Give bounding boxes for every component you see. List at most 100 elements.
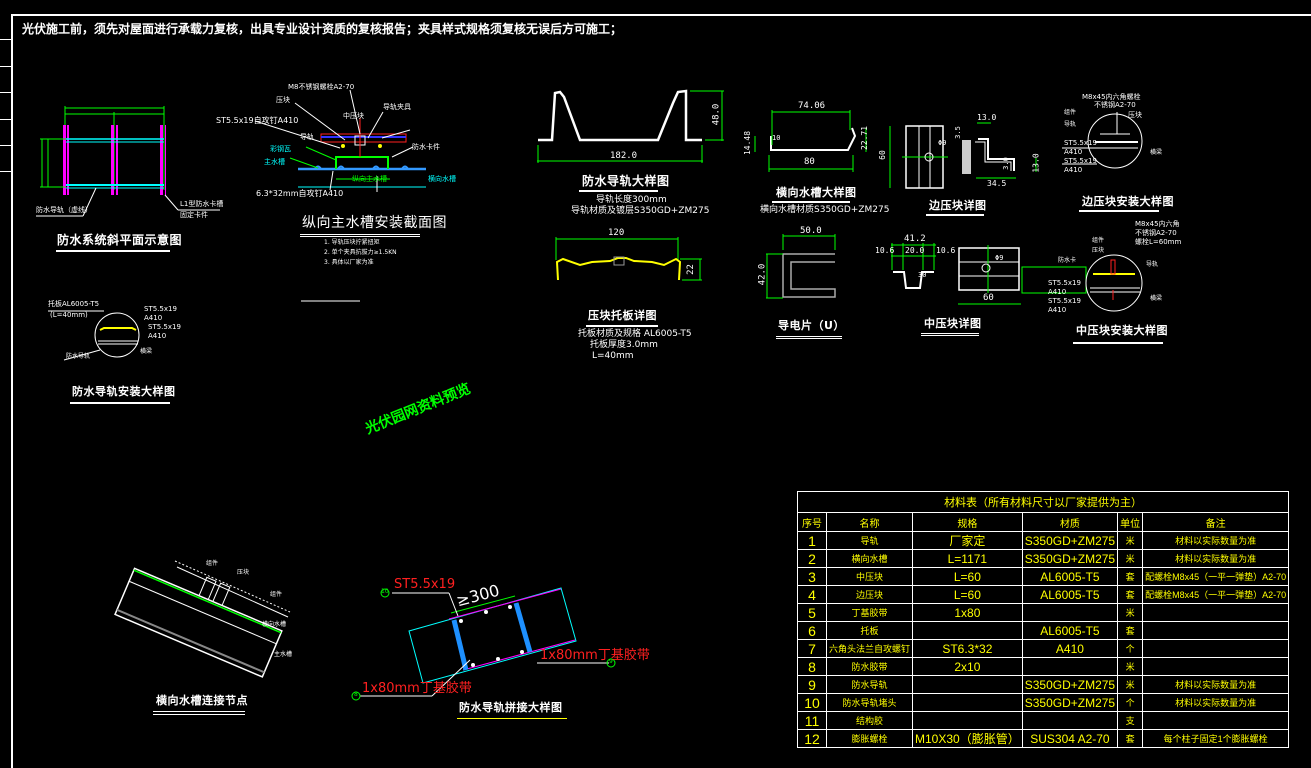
- conductive-strip-drawing: [766, 234, 836, 299]
- section-label-roof: 彩钢瓦: [270, 145, 291, 153]
- edge-install-title-underline: [1079, 210, 1159, 212]
- bom-cell-unit: 支: [1117, 711, 1144, 730]
- bom-cell-material: AL6005-T5: [1021, 585, 1119, 604]
- bom-cell-unit: 套: [1117, 585, 1144, 604]
- construction-note: 光伏施工前，须先对屋面进行承载力复核，出具专业设计资质的复核报告；夹具样式规格须…: [22, 22, 623, 36]
- rail-install-screw-1: ST5.5x19: [144, 305, 177, 313]
- edge-install-clamp: 压块: [1128, 111, 1142, 119]
- rail-install-grade-2: A410: [148, 332, 167, 340]
- plate-title: 压块托板详图: [588, 309, 657, 322]
- section-label-rail-clamp: 导轨夹具: [383, 103, 411, 111]
- trough-joint-drawing: [114, 567, 283, 678]
- bom-cell-name: 防水导轨堵头: [825, 693, 914, 712]
- mid-title: 中压块详图: [924, 317, 982, 330]
- section-view-drawing: [254, 89, 426, 302]
- edge-install-rail: 导轨: [1064, 121, 1077, 128]
- splice-title: 防水导轨拼接大样图: [459, 701, 563, 714]
- rail-install-plate: 托板AL6005-T5: [48, 300, 100, 308]
- joint-label-cross-trough: 横向水槽: [262, 621, 287, 628]
- bom-cell-unit: 米: [1117, 549, 1144, 568]
- plate-title-underline: [586, 325, 658, 327]
- mid-dim-left: 10.6: [875, 246, 895, 255]
- bom-cell-remark: [1142, 639, 1290, 658]
- trough-dim-radius: 10: [772, 134, 781, 142]
- joint-label-clamp: 压块: [237, 569, 250, 576]
- mid-install-bolt: M8x45内六角: [1135, 220, 1180, 228]
- bom-cell-material: S350GD+ZM275: [1021, 549, 1119, 568]
- section-label-main-trough: 主水槽: [264, 158, 285, 166]
- mid-clamp-drawing: [891, 243, 1087, 305]
- rail-install-rail: 防水导轨: [66, 353, 91, 360]
- bom-cell-no: 5: [797, 603, 827, 622]
- conductive-title: 导电片（U）: [778, 319, 845, 332]
- edge-install-module: 组件: [1064, 109, 1077, 116]
- rail-dim-width: 182.0: [610, 151, 638, 161]
- plate-dim-height: 22: [685, 264, 696, 275]
- rail-title: 防水导轨大样图: [582, 174, 670, 188]
- bom-cell-remark: 材料以实际数量为准: [1142, 531, 1290, 550]
- bom-col-name: 名称: [825, 512, 914, 532]
- section-label-screw: ST5.5x19自攻钉A410: [216, 116, 299, 125]
- frame-border: [11, 14, 1311, 768]
- trough-title-underline: [772, 201, 850, 203]
- mid-install-title: 中压块安装大样图: [1076, 324, 1168, 337]
- section-label-clamp: 压块: [276, 96, 290, 104]
- edge-install-beam: 横梁: [1150, 149, 1163, 156]
- conductive-dim-height: 42.0: [757, 263, 768, 286]
- section-title: 纵向主水槽安装截面图: [302, 215, 447, 231]
- edge-install-title: 边压块安装大样图: [1082, 195, 1174, 208]
- bom-cell-unit: 米: [1117, 657, 1144, 676]
- trough-dim-bottom: 80: [804, 157, 815, 167]
- plan-title: 防水系统斜平面示意图: [57, 233, 183, 247]
- plan-label-fixing: 固定卡件: [180, 211, 208, 219]
- bom-cell-remark: [1142, 603, 1290, 622]
- joint-title: 横向水槽连接节点: [156, 694, 248, 707]
- bom-cell-remark: 配螺栓M8x45（一平一弹垫）A2-70: [1142, 585, 1290, 604]
- edge-dim-inner: 3.0: [1001, 157, 1010, 170]
- bom-cell-remark: 材料以实际数量为准: [1142, 549, 1290, 568]
- splice-label-tape-right: 1x80mm丁基胶带: [540, 648, 650, 663]
- mid-dim-depth: 30: [918, 271, 927, 279]
- bom-caption: 材料表（所有材料尺寸以厂家提供为主）: [796, 491, 1290, 513]
- bom-cell-remark: 材料以实际数量为准: [1142, 693, 1290, 712]
- bom-cell-spec: [912, 693, 1023, 712]
- mid-install-grade-2: A410: [1048, 306, 1067, 314]
- plan-label-rail: 防水导轨（虚线）: [36, 206, 92, 214]
- edge-clamp-drawing: [889, 122, 1037, 189]
- plan-label-slot: L1型防水卡槽: [180, 200, 224, 208]
- bom-cell-spec: [912, 621, 1023, 640]
- splice-tag-top: 10: [381, 588, 389, 595]
- plan-title-underline: [56, 250, 170, 252]
- rail-spec-material: 导轨材质及镀层S350GD+ZM275: [571, 206, 710, 216]
- bom-cell-no: 3: [797, 567, 827, 586]
- bom-cell-spec: 2x10: [912, 657, 1023, 676]
- bom-cell-no: 7: [797, 639, 827, 658]
- mid-install-drawing: [1085, 254, 1143, 312]
- edge-dim-top: 13.0: [977, 113, 997, 122]
- mid-dim-mid: 20.0: [905, 246, 925, 255]
- edge-dim-thick: 3.5: [953, 126, 962, 139]
- bom-cell-unit: 个: [1117, 639, 1144, 658]
- edge-install-grade-1: A410: [1064, 148, 1083, 156]
- section-note-1: 1. 导轨压块拧紧扭矩: [324, 239, 380, 246]
- trough-title: 横向水槽大样图: [776, 186, 857, 199]
- bom-cell-material: S350GD+ZM275: [1021, 693, 1119, 712]
- section-label-rail: 导轨: [300, 133, 314, 141]
- edge-install-screw-2: ST5.5x19: [1064, 157, 1097, 165]
- joint-label-module-2: 组件: [270, 591, 283, 598]
- joint-title-underline-2: [153, 714, 245, 715]
- plate-spec-length: L=40mm: [592, 351, 634, 361]
- bom-cell-unit: 套: [1117, 729, 1144, 748]
- bom-cell-material: A410: [1021, 639, 1119, 658]
- bom-cell-remark: [1142, 711, 1290, 730]
- mid-dim-length: 60: [983, 293, 994, 303]
- edge-title: 边压块详图: [929, 199, 987, 212]
